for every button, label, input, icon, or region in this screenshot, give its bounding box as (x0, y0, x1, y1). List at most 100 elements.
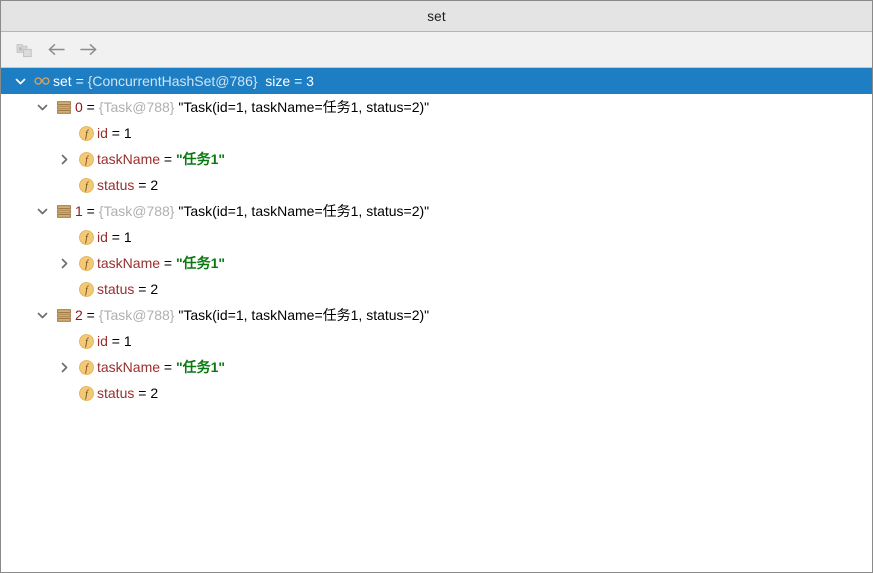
twisty-toggle[interactable] (53, 354, 75, 380)
node-icon-slot: f (75, 354, 97, 380)
watch-collection-icon (34, 75, 50, 87)
arrow-right-icon (79, 42, 98, 57)
row-label: status = 2 (97, 385, 158, 401)
twisty-toggle[interactable] (31, 94, 53, 120)
tree-row[interactable]: 2 = {Task@788} "Task(id=1, taskName=任务1,… (1, 302, 872, 328)
row-equals: = (71, 73, 88, 89)
row-label: taskName = "任务1" (97, 253, 225, 273)
row-size: size = 3 (257, 73, 314, 89)
row-value: "Task(id=1, taskName=任务1, status=2)" (178, 307, 430, 323)
row-type-ref: {Task@788} (98, 99, 175, 115)
row-label: id = 1 (97, 229, 132, 245)
twisty-toggle[interactable] (31, 302, 53, 328)
chevron-down-icon[interactable] (37, 102, 48, 113)
row-equals: = (134, 281, 151, 297)
row-type-ref: {Task@788} (98, 203, 175, 219)
twisty-placeholder (53, 328, 75, 354)
twisty-placeholder (53, 276, 75, 302)
twisty-toggle[interactable] (9, 68, 31, 94)
row-name: taskName (97, 151, 161, 167)
svg-text:f: f (85, 233, 89, 244)
row-label: status = 2 (97, 177, 158, 193)
svg-text:f: f (85, 181, 89, 192)
svg-text:f: f (85, 259, 89, 270)
chevron-down-icon[interactable] (15, 76, 26, 87)
twisty-placeholder (53, 120, 75, 146)
node-icon-slot (53, 302, 75, 328)
field-icon: f (78, 125, 94, 141)
row-name: id (97, 333, 108, 349)
node-icon-slot: f (75, 380, 97, 406)
array-element-icon (57, 204, 71, 218)
row-name: 0 (75, 99, 83, 115)
tree-row[interactable]: f status = 2 (1, 172, 872, 198)
row-value: "Task(id=1, taskName=任务1, status=2)" (178, 203, 430, 219)
node-icon-slot: f (75, 250, 97, 276)
field-icon: f (78, 229, 94, 245)
chevron-down-icon[interactable] (37, 310, 48, 321)
svg-text:f: f (85, 285, 89, 296)
row-name: status (97, 281, 135, 297)
row-name: id (97, 125, 108, 141)
chevron-down-icon[interactable] (37, 206, 48, 217)
row-equals: = (107, 125, 124, 141)
row-value: "任务1" (176, 359, 226, 375)
tree-row[interactable]: set = {ConcurrentHashSet@786} size = 3 (1, 68, 872, 94)
row-name: id (97, 229, 108, 245)
twisty-toggle[interactable] (31, 198, 53, 224)
tree-row[interactable]: 1 = {Task@788} "Task(id=1, taskName=任务1,… (1, 198, 872, 224)
node-icon-slot (53, 94, 75, 120)
back-button[interactable] (41, 36, 71, 64)
row-value: 1 (123, 125, 132, 141)
tree-row[interactable]: f id = 1 (1, 224, 872, 250)
row-name: taskName (97, 255, 161, 271)
row-label: 1 = {Task@788} "Task(id=1, taskName=任务1,… (75, 201, 429, 221)
twisty-toggle[interactable] (53, 250, 75, 276)
twisty-toggle[interactable] (53, 146, 75, 172)
tree-row[interactable]: 0 = {Task@788} "Task(id=1, taskName=任务1,… (1, 94, 872, 120)
row-equals: = (82, 99, 99, 115)
node-icon-slot: f (75, 276, 97, 302)
field-icon: f (78, 255, 94, 271)
tree-row[interactable]: f status = 2 (1, 380, 872, 406)
chevron-right-icon[interactable] (59, 154, 70, 165)
row-label: status = 2 (97, 281, 158, 297)
row-label: id = 1 (97, 333, 132, 349)
row-equals: = (160, 255, 176, 271)
row-name: 1 (75, 203, 83, 219)
window-titlebar: set (1, 1, 872, 32)
row-type-ref: {ConcurrentHashSet@786} (87, 73, 258, 89)
field-icon: f (78, 359, 94, 375)
row-label: 2 = {Task@788} "Task(id=1, taskName=任务1,… (75, 305, 429, 325)
node-icon-slot (53, 198, 75, 224)
svg-text:f: f (85, 389, 89, 400)
row-type-ref: {Task@788} (98, 307, 175, 323)
node-icon-slot: f (75, 120, 97, 146)
row-label: 0 = {Task@788} "Task(id=1, taskName=任务1,… (75, 97, 429, 117)
chevron-right-icon[interactable] (59, 362, 70, 373)
node-icon-slot: f (75, 224, 97, 250)
copy-value-button (9, 36, 39, 64)
row-label: id = 1 (97, 125, 132, 141)
forward-button[interactable] (73, 36, 103, 64)
tree-row[interactable]: f taskName = "任务1" (1, 250, 872, 276)
svg-text:f: f (85, 363, 89, 374)
chevron-right-icon[interactable] (59, 258, 70, 269)
field-icon: f (78, 333, 94, 349)
array-element-icon (57, 308, 71, 322)
window-title: set (427, 8, 446, 24)
row-value: 1 (123, 333, 132, 349)
field-icon: f (78, 281, 94, 297)
copy-icon (16, 41, 33, 58)
value-tree[interactable]: set = {ConcurrentHashSet@786} size = 3 0 … (1, 68, 872, 572)
row-label: set = {ConcurrentHashSet@786} size = 3 (53, 73, 314, 89)
row-value: "任务1" (176, 151, 226, 167)
node-icon-slot (31, 68, 53, 94)
row-name: set (53, 73, 72, 89)
tree-row[interactable]: f status = 2 (1, 276, 872, 302)
